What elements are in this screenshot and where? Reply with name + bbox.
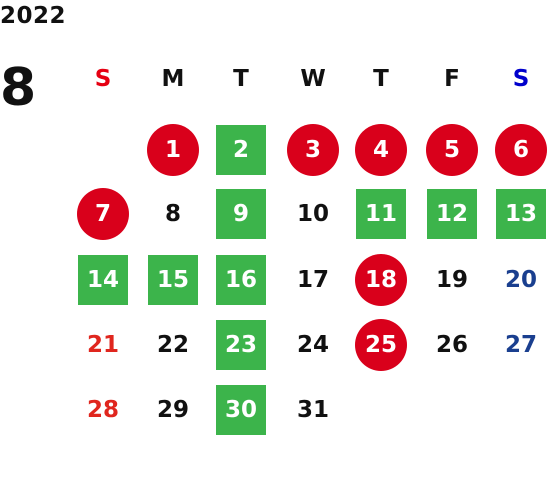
day-23[interactable]: 23 bbox=[216, 320, 266, 370]
day-29[interactable]: 29 bbox=[156, 397, 189, 423]
day-2[interactable]: 2 bbox=[216, 125, 266, 175]
weekday-thu: T bbox=[373, 66, 389, 92]
day-16[interactable]: 16 bbox=[216, 255, 266, 305]
day-5[interactable]: 5 bbox=[426, 124, 478, 176]
day-22[interactable]: 22 bbox=[156, 332, 189, 358]
day-8[interactable]: 8 bbox=[164, 201, 181, 227]
day-31[interactable]: 31 bbox=[296, 397, 329, 423]
day-9[interactable]: 9 bbox=[216, 189, 266, 239]
day-14[interactable]: 14 bbox=[78, 255, 128, 305]
day-30[interactable]: 30 bbox=[216, 385, 266, 435]
weekday-sat: S bbox=[512, 66, 530, 92]
day-27[interactable]: 27 bbox=[504, 332, 537, 358]
day-1[interactable]: 1 bbox=[147, 124, 199, 176]
weekday-fri: F bbox=[444, 66, 460, 92]
day-18[interactable]: 18 bbox=[355, 254, 407, 306]
day-10[interactable]: 10 bbox=[296, 201, 329, 227]
day-7[interactable]: 7 bbox=[77, 188, 129, 240]
day-26[interactable]: 26 bbox=[435, 332, 468, 358]
day-3[interactable]: 3 bbox=[287, 124, 339, 176]
day-25[interactable]: 25 bbox=[355, 319, 407, 371]
day-20[interactable]: 20 bbox=[504, 267, 537, 293]
year-label: 2022 bbox=[0, 3, 67, 29]
month-label: 8 bbox=[0, 58, 37, 118]
weekday-sun: S bbox=[94, 66, 112, 92]
day-15[interactable]: 15 bbox=[148, 255, 198, 305]
day-11[interactable]: 11 bbox=[356, 189, 406, 239]
weekday-wed: W bbox=[300, 66, 326, 92]
day-28[interactable]: 28 bbox=[86, 397, 119, 423]
day-24[interactable]: 24 bbox=[296, 332, 329, 358]
day-13[interactable]: 13 bbox=[496, 189, 546, 239]
weekday-mon: M bbox=[161, 66, 185, 92]
day-12[interactable]: 12 bbox=[427, 189, 477, 239]
day-21[interactable]: 21 bbox=[86, 332, 119, 358]
day-6[interactable]: 6 bbox=[495, 124, 547, 176]
weekday-tue: T bbox=[233, 66, 249, 92]
day-17[interactable]: 17 bbox=[296, 267, 329, 293]
day-19[interactable]: 19 bbox=[435, 267, 468, 293]
day-4[interactable]: 4 bbox=[355, 124, 407, 176]
